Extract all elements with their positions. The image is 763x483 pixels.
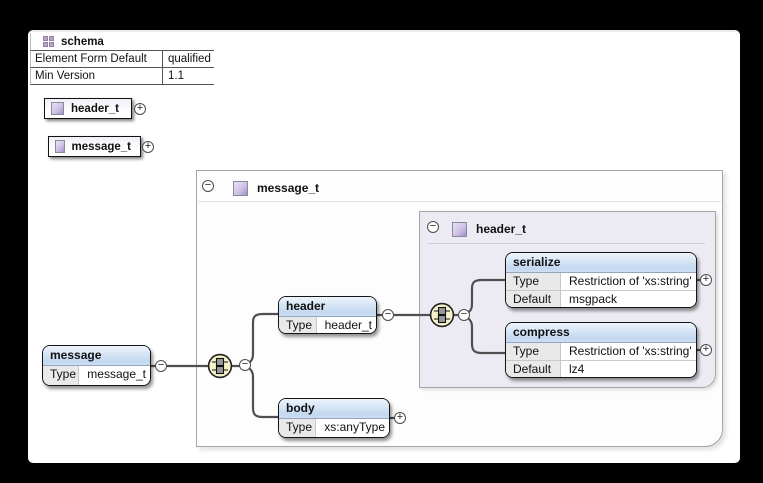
divider [428, 243, 705, 244]
attribute-label: Type [506, 273, 561, 290]
property-label: Min Version [35, 70, 96, 82]
collapse-icon[interactable]: − [202, 180, 214, 192]
expand-icon[interactable]: + [700, 274, 712, 286]
attribute-value: lz4 [561, 360, 696, 377]
property-value: 1.1 [162, 68, 214, 84]
global-type-label: message_t [71, 140, 131, 153]
attribute-label: Default [506, 290, 561, 307]
attribute-label: Type [43, 366, 80, 385]
complex-type-icon [51, 102, 64, 115]
collapse-icon[interactable]: − [155, 360, 167, 372]
property-value: qualified [162, 51, 214, 67]
schema-properties-table: schema Element Form Default qualified Mi… [30, 33, 214, 85]
global-type-label: header_t [71, 102, 119, 115]
collapse-icon[interactable]: − [239, 359, 251, 371]
attribute-label: Type [279, 317, 317, 333]
element-box-body[interactable]: body Type xs:anyType [278, 398, 390, 438]
attribute-row: Type message_t [43, 366, 150, 385]
attribute-row: Type xs:anyType [279, 419, 389, 437]
attribute-value: Restriction of 'xs:string' [561, 273, 696, 290]
sequence-icon[interactable] [207, 353, 233, 379]
attribute-value: header_t [316, 317, 376, 333]
schema-table-header: schema [30, 33, 214, 51]
complex-type-icon [55, 140, 65, 153]
schema-title: schema [61, 35, 104, 48]
container-title-label: header_t [476, 222, 527, 236]
expand-icon[interactable]: + [142, 141, 154, 153]
element-name: message [43, 346, 150, 366]
element-name: header [279, 297, 376, 317]
divider [198, 201, 721, 202]
element-box-message[interactable]: message Type message_t [42, 345, 151, 386]
property-label: Element Form Default [35, 53, 147, 65]
element-name: serialize [506, 253, 696, 273]
schema-icon [43, 36, 54, 47]
attribute-row: Default msgpack [506, 289, 696, 307]
attribute-value: xs:anyType [316, 419, 389, 437]
attribute-row: Default lz4 [506, 359, 696, 377]
expand-icon[interactable]: + [394, 412, 406, 424]
sequence-icon[interactable] [429, 302, 455, 328]
expand-icon[interactable]: + [134, 103, 146, 115]
attribute-row: Type Restriction of 'xs:string' [506, 273, 696, 290]
schema-property-row: Min Version 1.1 [30, 68, 214, 85]
schema-property-row: Element Form Default qualified [30, 51, 214, 68]
attribute-label: Type [506, 343, 561, 360]
attribute-label: Default [506, 360, 561, 377]
header_t-container-title: header_t [420, 218, 526, 240]
element-box-serialize[interactable]: serialize Type Restriction of 'xs:string… [505, 252, 697, 308]
attribute-value: message_t [79, 366, 150, 385]
attribute-row: Type Restriction of 'xs:string' [506, 343, 696, 360]
element-box-compress[interactable]: compress Type Restriction of 'xs:string'… [505, 322, 697, 378]
global-type-header_t[interactable]: header_t [44, 98, 132, 119]
attribute-value: Restriction of 'xs:string' [561, 343, 696, 360]
attribute-label: Type [279, 419, 317, 437]
attribute-value: msgpack [561, 290, 696, 307]
collapse-icon[interactable]: − [382, 309, 394, 321]
collapse-icon[interactable]: − [458, 309, 470, 321]
message_t-container-title: message_t [197, 177, 319, 199]
element-name: compress [506, 323, 696, 343]
expand-icon[interactable]: + [700, 344, 712, 356]
collapse-icon[interactable]: − [427, 221, 439, 233]
attribute-row: Type header_t [279, 317, 376, 333]
element-name: body [279, 399, 389, 419]
complex-type-icon [452, 221, 467, 237]
global-type-message_t[interactable]: message_t [48, 136, 141, 157]
element-box-header[interactable]: header Type header_t [278, 296, 377, 334]
complex-type-icon [233, 180, 248, 196]
container-title-label: message_t [257, 181, 320, 195]
